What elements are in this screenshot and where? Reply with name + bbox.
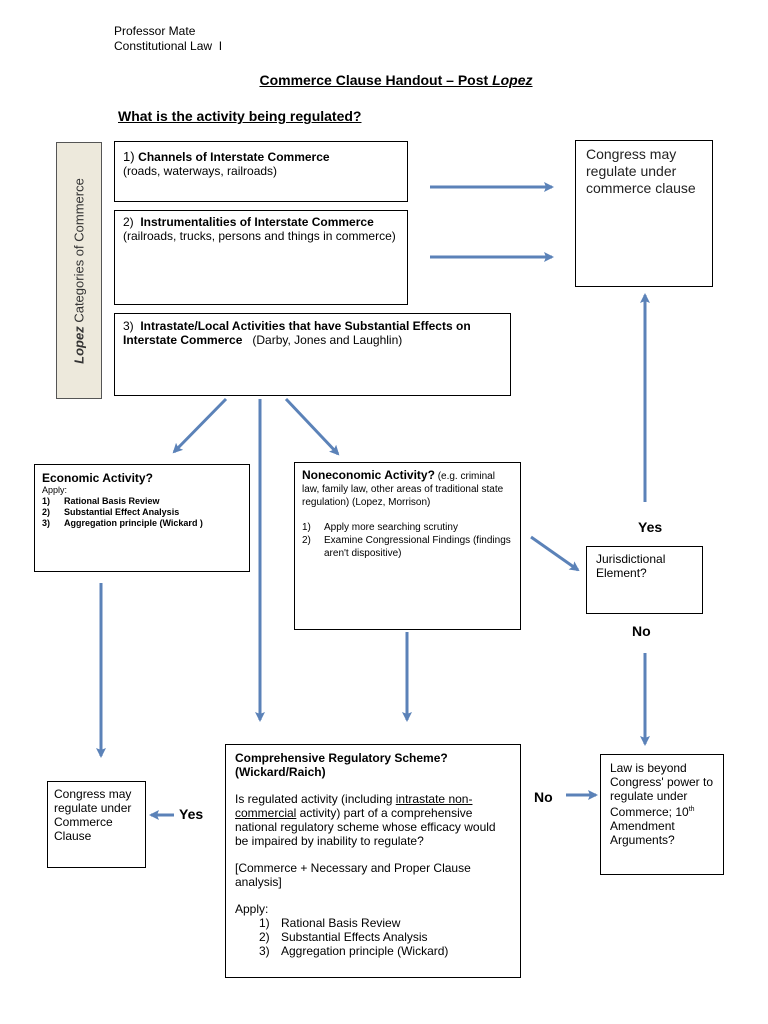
channels-detail: (roads, waterways, railroads) — [123, 164, 278, 178]
instrumentalities-num: 2) — [123, 215, 141, 229]
instrumentalities-detail: (railroads, trucks, persons and things i… — [123, 229, 396, 243]
congress-may-regulate-bottom: Congress may regulate under Commerce Cla… — [47, 781, 146, 868]
header-course: Constitutional Law I — [114, 39, 223, 53]
comprehensive-bracket: [Commerce + Necessary and Proper Clause … — [235, 861, 471, 889]
economic-step: 1)Rational Basis Review — [42, 496, 160, 506]
intrastate-title: Intrastate/Local Activities that have Su… — [123, 319, 471, 347]
channels-box: 1) Channels of Interstate Commerce (road… — [114, 141, 408, 202]
noneconomic-steps: 1)Apply more searching scrutiny 2)Examin… — [302, 521, 513, 560]
jurisdictional-element-box: Jurisdictional Element? — [586, 546, 703, 614]
beyond-power-text: Law is beyond Congress' power to regulat… — [610, 761, 714, 847]
economic-activity-box: Economic Activity? Apply: 1)Rational Bas… — [34, 464, 250, 572]
channels-num: 1) — [123, 149, 139, 164]
economic-steps: 1)Rational Basis Review 2)Substantial Ef… — [42, 496, 242, 529]
comprehensive-step: 1)Rational Basis Review — [259, 916, 401, 930]
comprehensive-apply: Apply: — [235, 902, 269, 916]
arrow-intrastate-to-noneconomic — [284, 397, 340, 456]
arrow-noneconomic-to-jurisdictional — [530, 535, 580, 572]
economic-step: 3)Aggregation principle (Wickard ) — [42, 518, 203, 528]
noneconomic-step: 2)Examine Congressional Findings (findin… — [302, 535, 511, 559]
noneconomic-detail: (e.g. criminal law, family law, other ar… — [302, 471, 504, 508]
beyond-power-box: Law is beyond Congress' power to regulat… — [600, 754, 724, 875]
intrastate-box: 3) Intrastate/Local Activities that have… — [114, 313, 511, 396]
comprehensive-scheme-box: Comprehensive Regulatory Scheme? (Wickar… — [225, 744, 521, 978]
noneconomic-activity-box: Noneconomic Activity? (e.g. criminal law… — [294, 462, 521, 630]
intrastate-detail: (Darby, Jones and Laughlin) — [242, 333, 403, 347]
page-title-case: Lopez — [492, 72, 533, 88]
comprehensive-step: 2)Substantial Effects Analysis — [259, 930, 428, 944]
yes-label-jurisdictional: Yes — [638, 519, 663, 535]
noneconomic-step: 1)Apply more searching scrutiny — [302, 522, 458, 533]
instrumentalities-box: 2) Instrumentalities of Interstate Comme… — [114, 210, 408, 305]
instrumentalities-title: Instrumentalities of Interstate Commerce — [140, 215, 374, 229]
congress-top-text: Congress may regulate under commerce cla… — [586, 146, 696, 196]
noneconomic-title: Noneconomic Activity? — [302, 468, 435, 482]
comprehensive-title: Comprehensive Regulatory Scheme? (Wickar… — [235, 751, 448, 779]
page-title-prefix: Commerce Clause Handout – Post — [259, 72, 493, 88]
channels-title: Channels of Interstate Commerce — [138, 150, 330, 164]
comprehensive-question: Is regulated activity (including intrast… — [235, 792, 496, 848]
intrastate-num: 3) — [123, 319, 141, 333]
no-label-jurisdictional: No — [632, 623, 651, 639]
congress-may-regulate-top: Congress may regulate under commerce cla… — [575, 140, 713, 287]
comprehensive-step: 3)Aggregation principle (Wickard) — [259, 944, 449, 958]
congress-bottom-text: Congress may regulate under Commerce Cla… — [54, 787, 132, 843]
economic-apply: Apply: — [42, 485, 68, 495]
page-title: Commerce Clause Handout – Post Lopez — [0, 72, 768, 88]
guiding-question: What is the activity being regulated? — [118, 108, 362, 124]
arrow-intrastate-to-economic — [172, 397, 228, 454]
comprehensive-steps: 1)Rational Basis Review 2)Substantial Ef… — [235, 916, 511, 958]
economic-title: Economic Activity? — [42, 471, 153, 485]
header-professor: Professor Mate — [114, 24, 196, 38]
yes-label-comprehensive: Yes — [179, 806, 204, 822]
no-label-comprehensive: No — [534, 789, 553, 805]
economic-step: 2)Substantial Effect Analysis — [42, 507, 180, 517]
jurisdictional-text: Jurisdictional Element? — [596, 552, 666, 580]
lopez-categories-sidebar: Lopez Categories of Commerce — [56, 142, 102, 399]
